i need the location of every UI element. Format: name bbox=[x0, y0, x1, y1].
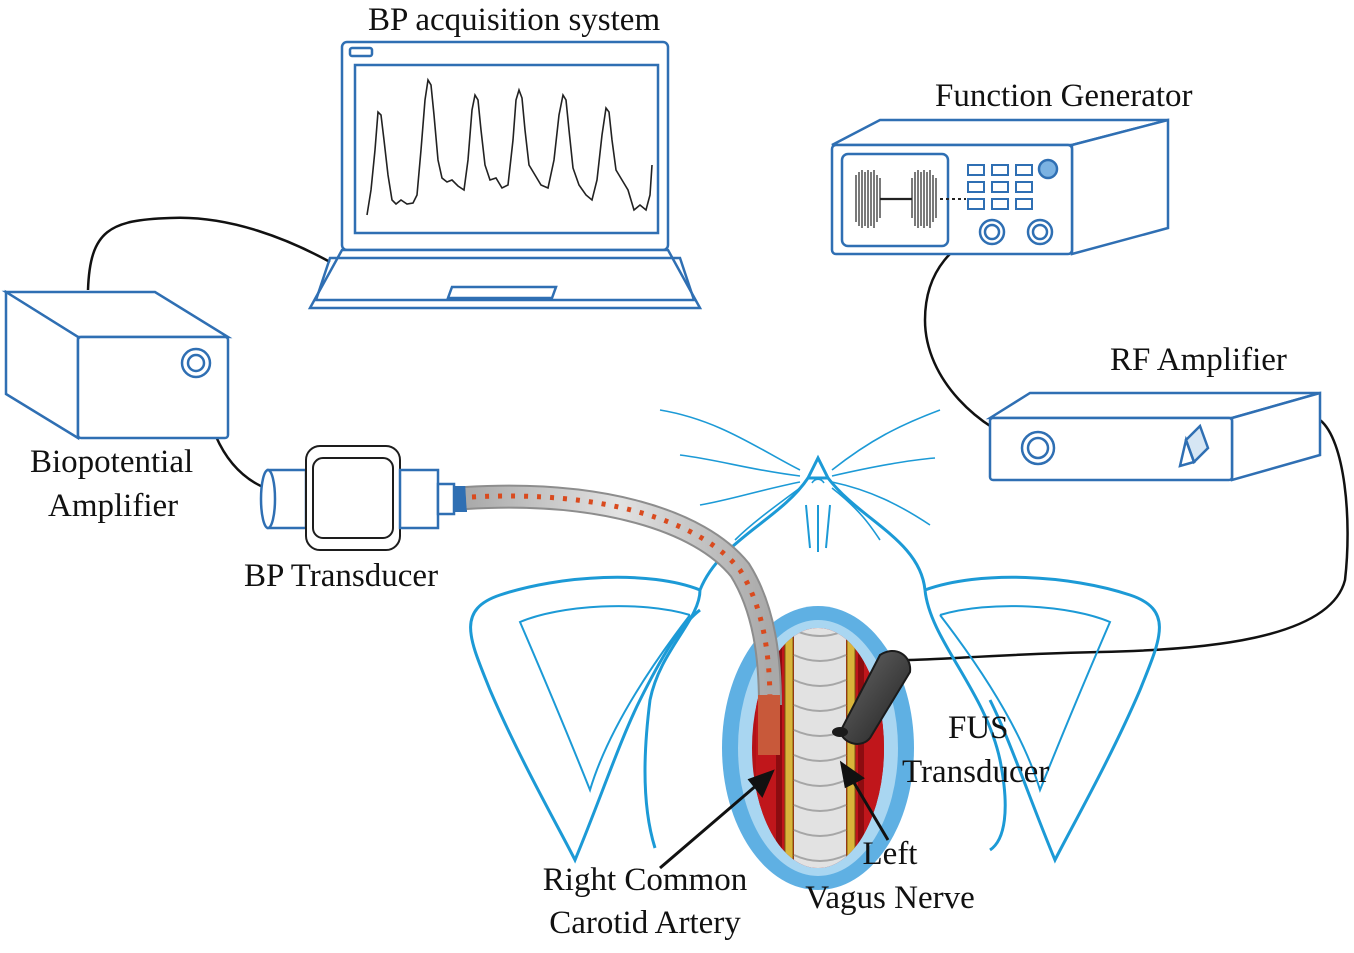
body-right bbox=[923, 589, 1007, 852]
laptop-screen bbox=[353, 63, 660, 235]
right-vagus-nerve bbox=[784, 628, 794, 868]
label-fus: FUS bbox=[948, 710, 1009, 746]
body-left bbox=[643, 589, 702, 849]
rf-input-knob bbox=[1020, 430, 1056, 466]
burst-waveform bbox=[855, 170, 966, 228]
output-knob-2 bbox=[1026, 218, 1054, 246]
bp-transducer-port bbox=[436, 482, 456, 516]
artery-arrow bbox=[659, 782, 759, 870]
nerve-arrow bbox=[848, 775, 890, 841]
incisors bbox=[805, 504, 831, 552]
left-forelimb bbox=[469, 575, 701, 864]
left-vagus-nerve bbox=[846, 628, 856, 868]
biopotential-connector bbox=[180, 347, 212, 379]
label-biopotential: Biopotential bbox=[30, 444, 194, 480]
label-vagus-nerve: Vagus Nerve bbox=[805, 880, 975, 916]
laptop-touchpad bbox=[446, 285, 558, 300]
label-rf-amplifier: RF Amplifier bbox=[1110, 342, 1287, 378]
fus-transducer-icon bbox=[832, 650, 912, 745]
bp-waveform bbox=[366, 77, 653, 216]
nose bbox=[805, 454, 831, 480]
cable-amplifier-to-laptop bbox=[86, 216, 331, 291]
bp-transducer-body bbox=[305, 445, 401, 551]
label-carotid-artery: Carotid Artery bbox=[549, 905, 741, 941]
whiskers bbox=[659, 409, 941, 541]
label-right-common: Right Common bbox=[542, 862, 748, 898]
label-arrows bbox=[659, 760, 890, 870]
bp-transducer-icon bbox=[259, 445, 467, 551]
function-generator-side bbox=[1070, 118, 1170, 256]
output-knob-1 bbox=[978, 218, 1006, 246]
label-bp-acquisition: BP acquisition system bbox=[368, 2, 661, 38]
right-forelimb bbox=[924, 575, 1161, 864]
head-left bbox=[698, 477, 810, 591]
label-function-generator: Function Generator bbox=[935, 78, 1193, 114]
label-biopotential-amplifier: Amplifier bbox=[48, 488, 179, 524]
head-right bbox=[826, 477, 927, 591]
label-fus-transducer: Transducer bbox=[902, 754, 1050, 790]
blood-in-catheter bbox=[471, 493, 773, 706]
trachea bbox=[794, 628, 846, 868]
power-knob bbox=[1037, 158, 1059, 180]
function-generator-buttons bbox=[967, 164, 1033, 210]
rf-amplifier-front bbox=[988, 416, 1234, 482]
biopotential-amplifier-icon bbox=[1, 289, 233, 441]
function-generator-icon bbox=[830, 118, 1170, 256]
laptop-indicator bbox=[348, 46, 374, 58]
laptop-icon bbox=[307, 40, 703, 310]
catheter bbox=[465, 484, 782, 755]
bp-transducer-right-cap bbox=[398, 468, 440, 530]
rf-amplifier-icon bbox=[985, 391, 1322, 482]
biopotential-front bbox=[76, 335, 230, 440]
cable-rf-to-fus bbox=[904, 419, 1349, 662]
label-bp-transducer: BP Transducer bbox=[244, 558, 439, 594]
label-left: Left bbox=[862, 836, 918, 872]
rat-icon bbox=[469, 409, 1161, 864]
